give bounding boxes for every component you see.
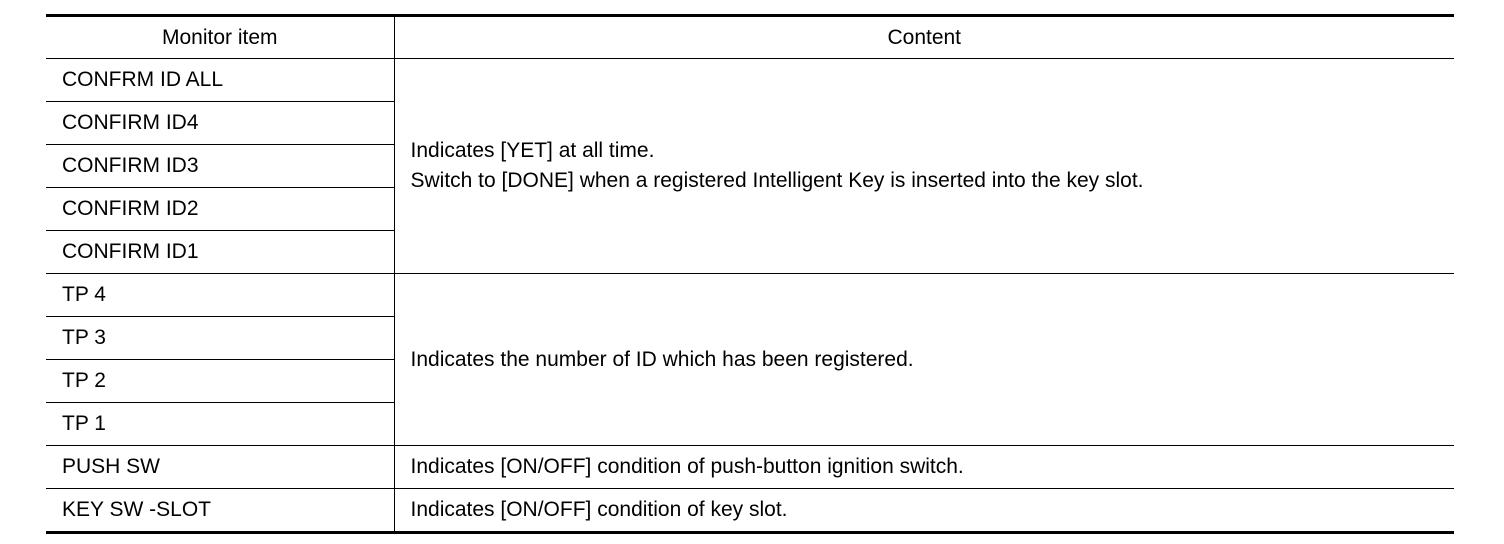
content-cell: Indicates [ON/OFF] condition of key slot… <box>394 489 1454 533</box>
header-monitor-item: Monitor item <box>46 15 395 59</box>
table-row: PUSH SW Indicates [ON/OFF] condition of … <box>46 445 1454 489</box>
table-row: KEY SW -SLOT Indicates [ON/OFF] conditio… <box>46 488 1454 533</box>
table-header-row: Monitor item Content <box>46 15 1454 59</box>
monitor-item-cell: TP 3 <box>46 316 395 360</box>
monitor-item-cell: CONFIRM ID2 <box>46 187 395 231</box>
table-row: CONFIRM ID4 <box>46 101 1454 145</box>
monitor-item-cell: KEY SW -SLOT <box>46 488 395 533</box>
content-line: Indicates the number of ID which has bee… <box>410 347 914 371</box>
monitor-item-table: Monitor item Content CONFRM ID ALL Indic… <box>46 14 1454 534</box>
monitor-item-cell: CONFRM ID ALL <box>46 58 395 102</box>
content-cell: Indicates the number of ID which has bee… <box>394 273 1454 446</box>
monitor-item-cell: PUSH SW <box>46 445 395 489</box>
table-row: TP 4 Indicates the number of ID which ha… <box>46 273 1454 446</box>
monitor-item-cell: CONFIRM ID4 <box>46 101 395 145</box>
table-row: CONFIRM ID2 <box>46 187 1454 231</box>
table-row: TP 3 <box>46 316 1454 360</box>
content-cell: Indicates [YET] at all time. Switch to [… <box>394 58 1454 274</box>
monitor-item-cell: CONFIRM ID3 <box>46 144 395 188</box>
monitor-item-cell: TP 4 <box>46 273 395 317</box>
table-row: CONFRM ID ALL Indicates [YET] at all tim… <box>46 58 1454 274</box>
monitor-item-cell: CONFIRM ID1 <box>46 230 395 274</box>
content-line: Indicates [YET] at all time. <box>410 139 655 162</box>
content-line: Indicates [ON/OFF] condition of key slot… <box>410 498 788 521</box>
header-content: Content <box>394 15 1454 59</box>
table-row: CONFIRM ID1 <box>46 230 1454 274</box>
table-row: CONFIRM ID3 <box>46 144 1454 188</box>
content-line: Switch to [DONE] when a registered Intel… <box>410 169 1144 192</box>
table-row: TP 1 <box>46 402 1454 446</box>
content-cell: Indicates [ON/OFF] condition of push-but… <box>394 445 1454 489</box>
table-row: TP 2 <box>46 359 1454 403</box>
content-line: Indicates [ON/OFF] condition of push-but… <box>410 455 964 478</box>
monitor-item-cell: TP 2 <box>46 359 395 403</box>
monitor-item-cell: TP 1 <box>46 402 395 446</box>
